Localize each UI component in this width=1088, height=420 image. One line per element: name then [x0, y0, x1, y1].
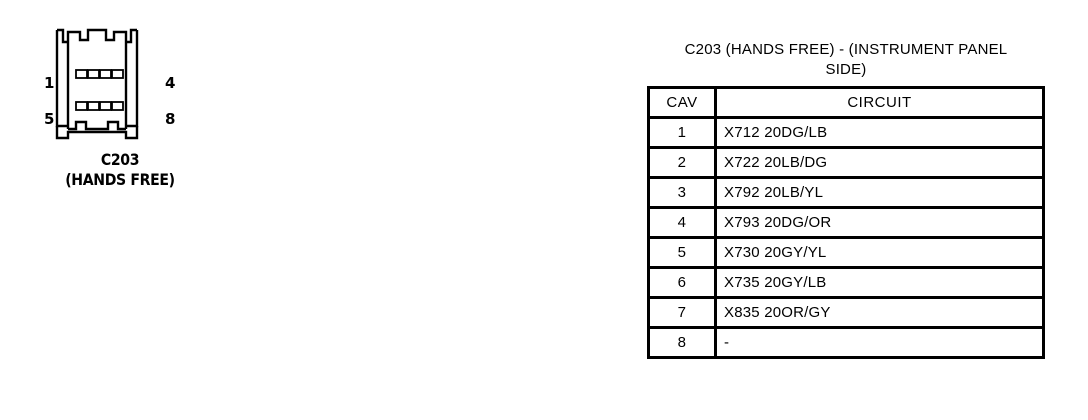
cavity-6: [87, 101, 100, 111]
connector-right-latch-rail: [126, 30, 139, 128]
connector-left-latch-tab: [57, 28, 68, 44]
cell-cav: 3: [647, 176, 717, 209]
cell-circuit: X835 20OR/GY: [714, 296, 1045, 329]
cavity-7: [99, 101, 112, 111]
cavity-3: [99, 69, 112, 79]
cell-cav: 5: [647, 236, 717, 269]
cell-cav: 7: [647, 296, 717, 329]
column-header-circuit: CIRCUIT: [714, 86, 1045, 119]
cell-circuit: X712 20DG/LB: [714, 116, 1045, 149]
cell-circuit: X735 20GY/LB: [714, 266, 1045, 299]
table-row: 6 X735 20GY/LB: [647, 266, 1045, 299]
table-header-row: CAV CIRCUIT: [647, 86, 1045, 119]
connector-caption-id: C203: [100, 150, 140, 169]
table-row: 2 X722 20LB/DG: [647, 146, 1045, 179]
table-row: 4 X793 20DG/OR: [647, 206, 1045, 239]
cell-cav: 6: [647, 266, 717, 299]
connector-caption-name: (HANDS FREE): [65, 170, 175, 189]
pin-number-bottom-left: 5: [44, 110, 55, 128]
pinout-table-body: 1 X712 20DG/LB 2 X722 20LB/DG 3 X792 20L…: [647, 116, 1045, 359]
connector-bottom-flange: [55, 126, 139, 140]
table-row: 3 X792 20LB/YL: [647, 176, 1045, 209]
connector-bottom-step-profile: [68, 120, 126, 131]
table-row: 1 X712 20DG/LB: [647, 116, 1045, 149]
cavity-row-upper: [75, 69, 124, 79]
pinout-panel: C203 (HANDS FREE) - (INSTRUMENT PANEL SI…: [647, 40, 1045, 359]
pinout-table: CAV CIRCUIT 1 X712 20DG/LB 2 X722 20LB/D…: [647, 86, 1045, 359]
table-row: 8 -: [647, 326, 1045, 359]
cell-cav: 1: [647, 116, 717, 149]
cell-cav: 8: [647, 326, 717, 359]
cavity-5: [75, 101, 88, 111]
cavity-row-lower: [75, 101, 124, 111]
pin-number-top-right: 4: [165, 74, 176, 92]
cell-circuit: X792 20LB/YL: [714, 176, 1045, 209]
cavity-1: [75, 69, 88, 79]
cavity-4: [111, 69, 124, 79]
column-header-cav: CAV: [647, 86, 717, 119]
connector-top-keying-profile: [66, 28, 128, 42]
table-row: 5 X730 20GY/YL: [647, 236, 1045, 269]
cell-circuit: X722 20LB/DG: [714, 146, 1045, 179]
connector-caption: C203 (HANDS FREE): [0, 150, 240, 190]
cell-circuit: -: [714, 326, 1045, 359]
cavity-2: [87, 69, 100, 79]
cell-cav: 2: [647, 146, 717, 179]
cell-circuit: X793 20DG/OR: [714, 206, 1045, 239]
cell-circuit: X730 20GY/YL: [714, 236, 1045, 269]
cavity-8: [111, 101, 124, 111]
connector-right-latch-tab: [126, 28, 137, 44]
connector-left-latch-rail: [55, 30, 68, 128]
table-row: 7 X835 20OR/GY: [647, 296, 1045, 329]
cell-cav: 4: [647, 206, 717, 239]
pinout-table-title: C203 (HANDS FREE) - (INSTRUMENT PANEL SI…: [684, 41, 1008, 78]
pin-number-top-left: 1: [44, 74, 55, 92]
connector-diagram: 1 5 4 8 C203 (HANDS FREE): [0, 0, 240, 210]
connector-face-drawing: [55, 28, 139, 140]
pin-number-bottom-right: 8: [165, 110, 176, 128]
